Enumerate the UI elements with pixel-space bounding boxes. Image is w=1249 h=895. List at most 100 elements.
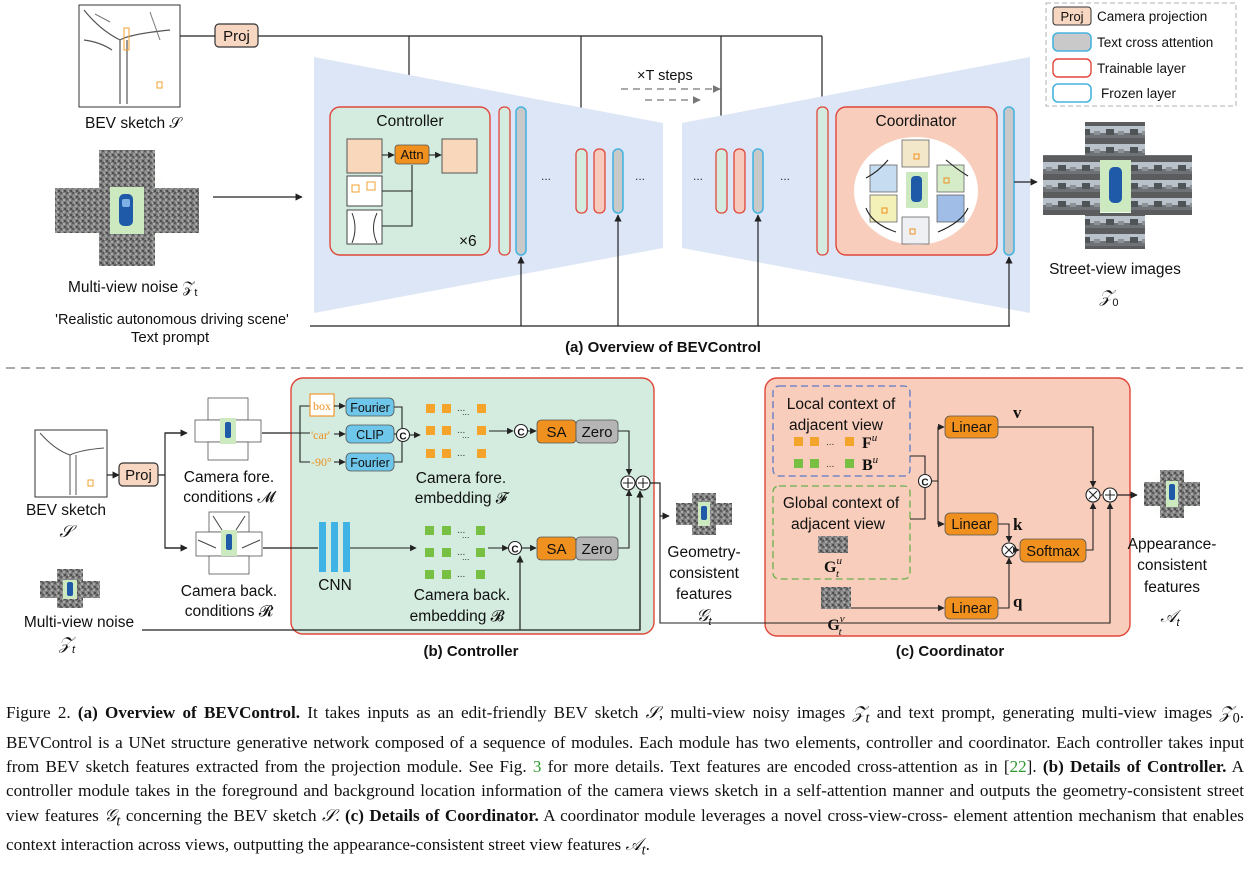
svg-text:Zero: Zero bbox=[582, 424, 613, 441]
sa-zero-block-fore: SA Zero bbox=[536, 419, 619, 444]
fore-cond-label-1: Camera fore. bbox=[184, 469, 274, 486]
concat-node-coord: C bbox=[917, 473, 933, 489]
svg-text:Frozen layer: Frozen layer bbox=[1101, 86, 1177, 101]
fourier-box-1: Fourier bbox=[345, 397, 395, 417]
figure-ref-link[interactable]: 3 bbox=[532, 757, 542, 776]
fore-embed-label-1: Camera fore. bbox=[416, 470, 506, 487]
svg-text:Zero: Zero bbox=[582, 541, 613, 558]
svg-text:...: ... bbox=[826, 459, 834, 470]
concat-node-2: C bbox=[513, 423, 529, 439]
svg-text:Camera projection: Camera projection bbox=[1097, 9, 1207, 24]
svg-text:Bu: Bu bbox=[862, 454, 879, 474]
multi-view-noise-image bbox=[55, 150, 199, 266]
bev-sketch-image bbox=[78, 4, 181, 108]
svg-text:...: ... bbox=[457, 525, 465, 536]
svg-text:C: C bbox=[921, 478, 928, 489]
camera-back-conditions-image bbox=[195, 509, 263, 577]
svg-text:Proj: Proj bbox=[125, 467, 152, 484]
proj-box-controller: Proj bbox=[118, 462, 159, 487]
multi-view-noise-small bbox=[40, 569, 100, 608]
svg-text:Global context of: Global context of bbox=[783, 495, 900, 512]
svg-text:Linear: Linear bbox=[951, 420, 991, 436]
steps-label: ×T steps bbox=[637, 68, 693, 84]
figure-diagram: BEV sketch 𝒮 Multi-view noise 𝒵t 'Realis… bbox=[6, 2, 1243, 660]
street-view-symbol: 𝒵0 bbox=[1098, 287, 1118, 309]
angle-token: -90° bbox=[311, 455, 332, 469]
coordinator-panel bbox=[764, 377, 1131, 637]
svg-text:C: C bbox=[399, 432, 406, 443]
geometry-features-image bbox=[676, 493, 732, 535]
text-prompt-label: Text prompt bbox=[131, 329, 210, 346]
fourier-box-2: Fourier bbox=[345, 452, 395, 472]
svg-text:Fu: Fu bbox=[862, 432, 878, 452]
svg-text:Linear: Linear bbox=[951, 517, 991, 533]
k-label: k bbox=[1013, 515, 1023, 534]
svg-text:Proj: Proj bbox=[1060, 9, 1083, 24]
back-embed-label-2: embedding 𝓑 bbox=[410, 608, 506, 625]
appearance-features-image bbox=[1142, 465, 1202, 525]
back-embedding-grid: ... ... ... ... ... bbox=[425, 525, 485, 580]
sa-zero-block-back: SA Zero bbox=[536, 536, 619, 561]
svg-text:...: ... bbox=[462, 407, 470, 417]
fore-embed-label-2: embedding 𝓕 bbox=[415, 490, 511, 507]
add-node-2 bbox=[635, 475, 651, 491]
text-prompt-quote: 'Realistic autonomous driving scene' bbox=[55, 312, 289, 328]
svg-text:...: ... bbox=[693, 169, 703, 183]
svg-text:...: ... bbox=[462, 552, 470, 562]
add-node-1 bbox=[620, 475, 636, 491]
svg-text:SA: SA bbox=[546, 541, 566, 558]
svg-text:Fourier: Fourier bbox=[350, 401, 390, 415]
concat-node-3: C bbox=[507, 540, 523, 556]
cnn-label: CNN bbox=[318, 577, 352, 594]
svg-text:...: ... bbox=[457, 547, 465, 558]
svg-text:Gut: Gut bbox=[824, 555, 842, 580]
box-token: box bbox=[309, 393, 335, 417]
geo-label-1: Geometry- bbox=[667, 544, 740, 561]
linear-k: Linear bbox=[944, 512, 999, 536]
bev-sketch-small bbox=[34, 429, 108, 498]
svg-text:×6: ×6 bbox=[459, 233, 477, 250]
cnn-block bbox=[319, 522, 350, 572]
ctrl-bev-label: BEV sketch bbox=[26, 502, 106, 519]
legend: Proj Camera projection Text cross attent… bbox=[1045, 2, 1237, 107]
ctrl-noise-symbol: 𝒵t bbox=[58, 634, 76, 656]
app-label-2: consistent bbox=[1137, 557, 1207, 574]
svg-text:Gvt: Gvt bbox=[827, 613, 844, 638]
svg-text:...: ... bbox=[457, 403, 465, 414]
back-cond-label-2: conditions 𝓡 bbox=[185, 603, 274, 620]
app-symbol: 𝒜t bbox=[1160, 607, 1181, 629]
controller-block: Controller Attn ×6 bbox=[329, 106, 491, 256]
multiply-node-2 bbox=[1085, 487, 1101, 503]
fore-cond-label-2: conditions 𝓜 bbox=[183, 489, 277, 506]
linear-q: Linear bbox=[944, 596, 999, 620]
svg-text:Local context of: Local context of bbox=[787, 396, 896, 413]
svg-text:Linear: Linear bbox=[951, 601, 991, 617]
camera-fore-conditions-image bbox=[194, 396, 262, 464]
svg-text:C: C bbox=[511, 545, 518, 556]
local-context-box: Local context of adjacent view ... ... F… bbox=[772, 385, 911, 477]
app-label-1: Appearance- bbox=[1128, 536, 1217, 553]
svg-text:Trainable layer: Trainable layer bbox=[1097, 61, 1186, 76]
geo-label-3: features bbox=[676, 586, 732, 603]
svg-text:...: ... bbox=[462, 530, 470, 540]
v-label: v bbox=[1013, 403, 1022, 422]
softmax-box: Softmax bbox=[1019, 538, 1087, 563]
citation-link[interactable]: 22 bbox=[1009, 757, 1027, 776]
add-node-coord bbox=[1102, 487, 1118, 503]
caption-a: (a) Overview of BEVControl bbox=[565, 339, 761, 356]
svg-text:Fourier: Fourier bbox=[350, 456, 390, 470]
svg-text:Coordinator: Coordinator bbox=[876, 113, 957, 130]
q-label: q bbox=[1013, 592, 1023, 611]
svg-text:adjacent view: adjacent view bbox=[789, 417, 884, 434]
ctrl-noise-label: Multi-view noise bbox=[24, 614, 134, 631]
fore-embedding-grid: ... ... ... ... ... bbox=[426, 403, 486, 459]
concat-node-1: C bbox=[395, 427, 411, 443]
street-view-label: Street-view images bbox=[1049, 261, 1181, 278]
geo-symbol: 𝒢t bbox=[696, 606, 712, 628]
svg-text:C: C bbox=[517, 428, 524, 439]
svg-text:...: ... bbox=[457, 448, 465, 459]
svg-text:CLIP: CLIP bbox=[356, 428, 384, 442]
caption-b: (b) Controller bbox=[424, 643, 519, 660]
